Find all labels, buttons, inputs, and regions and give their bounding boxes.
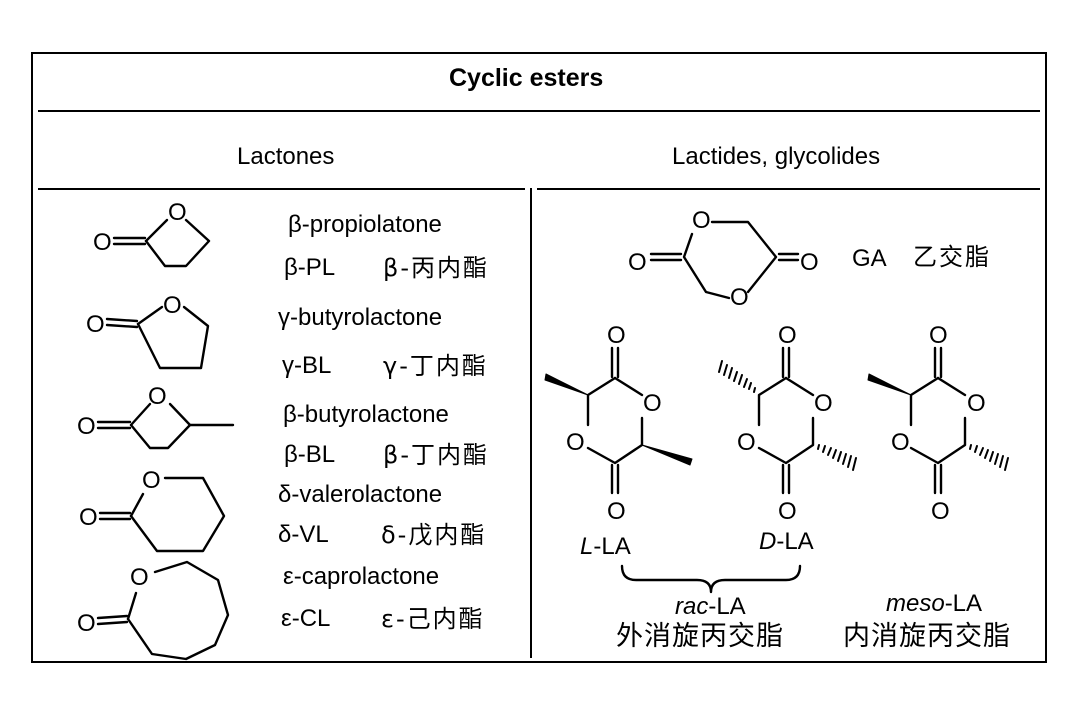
lactone-abbr-4: δ-VL	[278, 521, 329, 548]
title-divider	[38, 110, 1040, 112]
l-lactide-label: L-LA	[580, 533, 631, 560]
atom-o-carbonyl-right: O	[800, 249, 819, 276]
atom-o-ring: O	[168, 199, 187, 226]
atom-o-ring-left: O	[566, 429, 585, 456]
lactone-chinese-5: ε-己内酯	[381, 605, 485, 633]
atom-o-carbonyl: O	[77, 413, 96, 440]
glycolide-abbr: GA	[852, 245, 887, 272]
atom-o-ring-right: O	[643, 390, 662, 417]
d-lactide-label: D-LA	[759, 528, 814, 555]
lactone-name-3: β-butyrolactone	[283, 401, 449, 428]
atom-o-carbonyl-left: O	[628, 249, 647, 276]
lactone-abbr-1: β-PL	[284, 254, 336, 281]
lactone-abbr-2: γ-BL	[282, 352, 332, 379]
lactone-name-2: γ-butyrolactone	[278, 304, 443, 331]
atom-o-ring: O	[142, 467, 161, 494]
lactone-chinese-4: δ-戊内酯	[381, 521, 487, 549]
atom-o-ring-top: O	[692, 207, 711, 234]
lactone-abbr-5: ε-CL	[281, 605, 331, 632]
left-header-divider	[38, 188, 525, 190]
meso-lactide-label: meso-LA	[886, 590, 983, 617]
meso-lactide-chinese: 内消旋丙交脂	[843, 621, 1011, 652]
lactone-chinese-1: β-丙内酯	[383, 254, 489, 282]
lactides-header: Lactides, glycolides	[672, 143, 881, 170]
lactone-chinese-2: γ-丁内酯	[383, 352, 488, 380]
atom-o-carbonyl-bottom: O	[778, 498, 797, 525]
atom-o-ring: O	[130, 564, 149, 591]
atom-o-ring: O	[163, 292, 182, 319]
atom-o-ring-left: O	[891, 429, 910, 456]
column-divider	[530, 188, 532, 658]
lactone-chinese-3: β-丁内酯	[383, 441, 489, 469]
atom-o-ring-right: O	[967, 390, 986, 417]
rac-lactide-chinese: 外消旋丙交脂	[616, 621, 784, 652]
atom-o-ring: O	[148, 383, 167, 410]
lactone-name-5: ε-caprolactone	[283, 563, 440, 590]
atom-o-ring-left: O	[737, 429, 756, 456]
atom-o-carbonyl-bottom: O	[607, 498, 626, 525]
table-frame	[31, 52, 1047, 663]
glycolide-chinese: 乙交脂	[913, 243, 991, 271]
lactone-name-1: β-propiolatone	[288, 211, 442, 238]
atom-o-ring-bottom: O	[730, 284, 749, 311]
atom-o-carbonyl: O	[86, 311, 105, 338]
rac-lactide-label: rac-LA	[675, 593, 746, 620]
atom-o-ring-right: O	[814, 390, 833, 417]
lactone-abbr-3: β-BL	[284, 441, 336, 468]
lactone-name-4: δ-valerolactone	[278, 481, 443, 508]
atom-o-carbonyl-bottom: O	[931, 498, 950, 525]
atom-o-carbonyl: O	[79, 504, 98, 531]
atom-o-carbonyl: O	[93, 229, 112, 256]
table-title: Cyclic esters	[449, 64, 604, 92]
right-header-divider	[537, 188, 1040, 190]
atom-o-carbonyl: O	[77, 610, 96, 637]
atom-o-carbonyl-top: O	[607, 322, 626, 349]
atom-o-carbonyl-top: O	[929, 322, 948, 349]
lactones-header: Lactones	[237, 143, 335, 170]
atom-o-carbonyl-top: O	[778, 322, 797, 349]
